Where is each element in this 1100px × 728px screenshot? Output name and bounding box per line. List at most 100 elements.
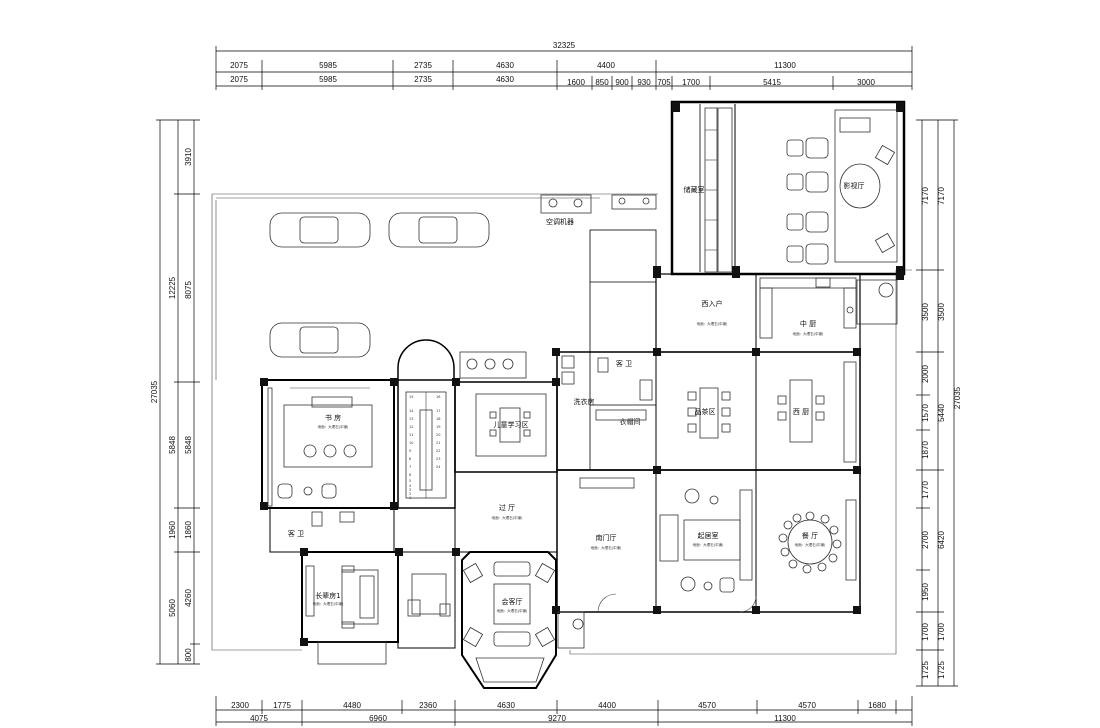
dim-left-i1: 3910 bbox=[184, 148, 193, 166]
dim-bot-a8: 4570 bbox=[798, 701, 816, 710]
stair-num: 14 bbox=[409, 409, 414, 413]
south-entrance-steps bbox=[557, 593, 757, 649]
small-bath-fixtures bbox=[407, 573, 451, 617]
dim-top-c8: 3000 bbox=[857, 78, 875, 87]
dim-right-i3: 2000 bbox=[921, 365, 930, 383]
dim-right-i10: 1725 bbox=[921, 661, 930, 679]
dim-top-total: 32325 bbox=[553, 41, 576, 50]
dim-top-b3: 2735 bbox=[414, 75, 432, 84]
room-label-laundry: 洗衣房 bbox=[574, 397, 595, 406]
dim-right-o2: 3500 bbox=[937, 303, 946, 321]
dim-left-i5: 4260 bbox=[184, 589, 193, 607]
dim-right-i1: 7170 bbox=[921, 187, 930, 205]
dim-right-i2: 3500 bbox=[921, 303, 930, 321]
stair-num: 1 bbox=[409, 496, 411, 500]
dim-bot-b2: 6960 bbox=[369, 714, 387, 723]
reception-furniture bbox=[462, 561, 556, 648]
note-south-hall: 地面：大理石(中铺) bbox=[591, 545, 622, 550]
dim-top-c1: 1600 bbox=[567, 78, 585, 87]
building-walls bbox=[261, 100, 906, 689]
stair-num: 3 bbox=[409, 488, 411, 492]
stair-num: 9 bbox=[409, 449, 411, 453]
dim-left-o2: 5848 bbox=[168, 436, 177, 454]
guest-bath-lower-fixtures bbox=[311, 511, 355, 527]
dim-right-o6: 1725 bbox=[937, 661, 946, 679]
stair-num: 6 bbox=[409, 473, 411, 477]
stair-num: 10 bbox=[409, 441, 413, 445]
stair-num: 5 bbox=[409, 479, 411, 483]
dim-bot-a4: 2360 bbox=[419, 701, 437, 710]
dim-right-o1: 7170 bbox=[937, 187, 946, 205]
room-label-hall: 过 厅 bbox=[499, 503, 515, 512]
dim-bot-b4: 11300 bbox=[774, 714, 796, 723]
dim-top-b2: 5985 bbox=[319, 75, 337, 84]
stair-num: 20 bbox=[436, 433, 440, 437]
wall-columns bbox=[260, 102, 904, 646]
stair-num: 17 bbox=[436, 409, 440, 413]
west-kitchen-furniture bbox=[777, 361, 857, 463]
dim-bot-a2: 1775 bbox=[273, 701, 291, 710]
kids-study-furniture bbox=[459, 351, 547, 457]
dim-top-a2: 5985 bbox=[319, 61, 337, 70]
dim-bot-a9: 1680 bbox=[868, 701, 886, 710]
stair-num: 19 bbox=[436, 425, 440, 429]
dim-bot-a3: 4480 bbox=[343, 701, 361, 710]
study-furniture bbox=[267, 387, 373, 507]
car-1 bbox=[269, 212, 371, 248]
stair-num: 2 bbox=[409, 492, 411, 496]
dim-bot-a1: 2300 bbox=[231, 701, 249, 710]
dim-left-i3: 5848 bbox=[184, 436, 193, 454]
dim-bot-b1: 4075 bbox=[250, 714, 268, 723]
stair-num: 23 bbox=[436, 457, 440, 461]
room-label-south-hall: 南门厅 bbox=[596, 533, 617, 542]
dim-top-c6: 1700 bbox=[682, 78, 700, 87]
room-label-storage: 储藏室 bbox=[684, 185, 705, 194]
living-room-furniture bbox=[659, 488, 753, 593]
top-dimensions: 32325 2075 5985 2735 4630 4400 11300 207… bbox=[215, 41, 913, 90]
dim-right-o4: 6420 bbox=[937, 531, 946, 549]
room-label-west-kitchen: 西 厨 bbox=[793, 408, 809, 416]
room-label-west-entry: 西入户 bbox=[702, 299, 723, 308]
stair-num: 4 bbox=[409, 484, 412, 488]
room-label-dining: 餐 厅 bbox=[802, 531, 818, 540]
note-kitchen: 地面：大理石(中铺) bbox=[793, 331, 824, 336]
elder-room-furniture bbox=[305, 565, 379, 629]
dim-top-c5: 705 bbox=[657, 78, 671, 87]
dim-right-o3: 5440 bbox=[937, 404, 946, 422]
dim-top-a4: 4630 bbox=[496, 61, 514, 70]
dim-left-i2: 8075 bbox=[184, 281, 193, 299]
dim-top-a1: 2075 bbox=[230, 61, 248, 70]
car-2 bbox=[388, 212, 490, 248]
note-hall: 地面：大理石(中铺) bbox=[492, 515, 523, 520]
stair-num: 8 bbox=[409, 457, 411, 461]
dim-right-i8: 1950 bbox=[921, 583, 930, 601]
laundry-fixtures bbox=[561, 355, 653, 421]
dim-top-a3: 2735 bbox=[414, 61, 432, 70]
dim-top-b1: 2075 bbox=[230, 75, 248, 84]
dim-right-i5: 1870 bbox=[921, 441, 930, 459]
room-label-guest-bath-2: 客 卫 bbox=[288, 529, 304, 538]
dim-top-b4: 4630 bbox=[496, 75, 514, 84]
dim-left-i6: 800 bbox=[184, 648, 193, 662]
dim-top-c2: 850 bbox=[595, 78, 609, 87]
right-dimensions: 7170 3500 2000 1570 1870 1770 2700 1950 … bbox=[916, 119, 962, 687]
garage-cars bbox=[269, 212, 490, 358]
dim-right-total: 27035 bbox=[953, 386, 962, 409]
kitchen-furniture bbox=[759, 277, 898, 339]
bottom-dimensions: 2300 1775 4480 2360 4630 4400 4570 4570 … bbox=[215, 696, 913, 726]
note-west-entry: 地面：大理石(中铺) bbox=[697, 321, 728, 326]
dim-top-c3: 900 bbox=[615, 78, 629, 87]
dim-right-o5: 1700 bbox=[937, 623, 946, 641]
dim-left-o1: 12225 bbox=[168, 276, 177, 299]
dim-bot-a6: 4400 bbox=[598, 701, 616, 710]
room-label-guest-bath: 客 卫 bbox=[616, 359, 632, 368]
stair-num: 18 bbox=[436, 417, 440, 421]
dim-bot-a7: 4570 bbox=[698, 701, 716, 710]
stair-step-numbers: 15 16 14 17 13 18 12 19 11 20 10 21 9 22… bbox=[409, 395, 441, 500]
note-elder: 地面：大理石(中铺) bbox=[313, 601, 344, 606]
stair-num: 15 bbox=[409, 395, 413, 399]
dim-bot-a5: 4630 bbox=[497, 701, 515, 710]
stair-num: 13 bbox=[409, 417, 413, 421]
dining-furniture bbox=[778, 499, 857, 581]
